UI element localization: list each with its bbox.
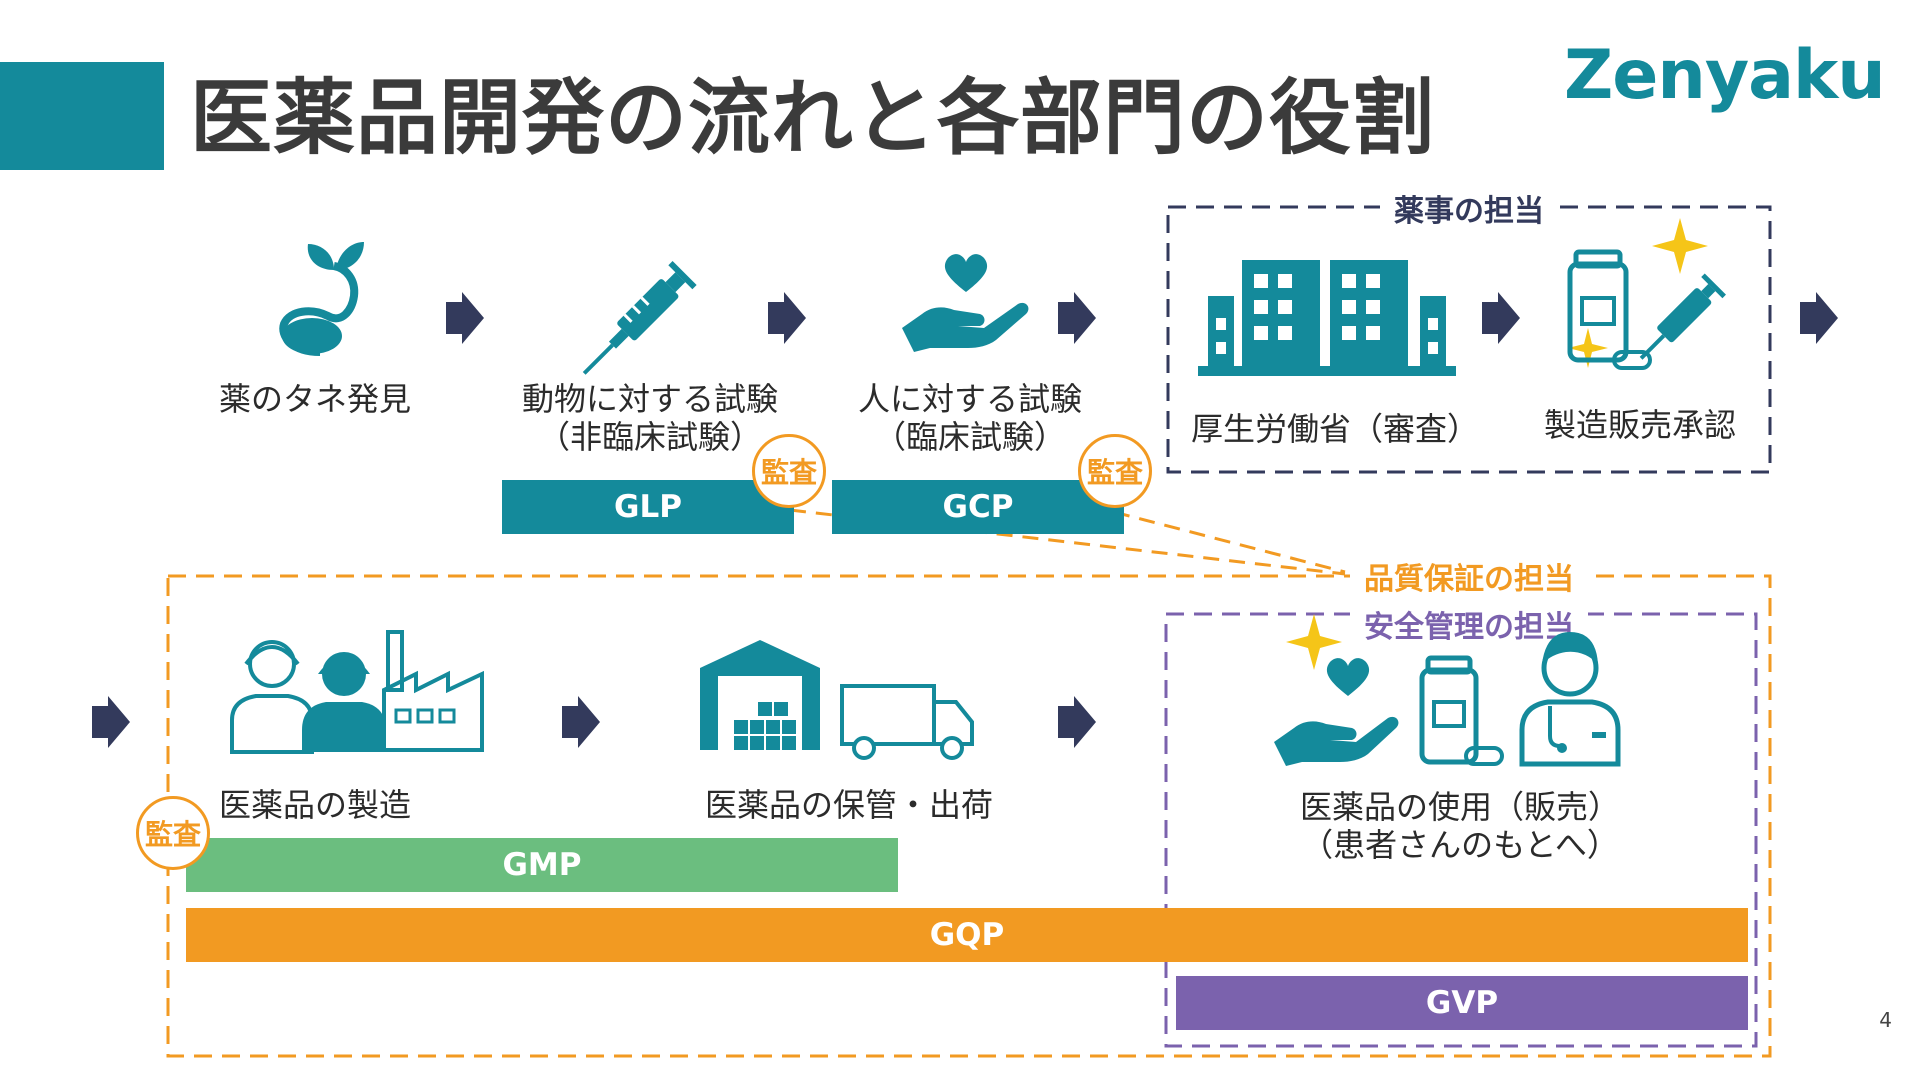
step-animal-test-label-line1: 動物に対する試験 — [521, 380, 778, 418]
workers-factory-icon — [230, 630, 484, 754]
regulatory-section-label: 薬事の担当 — [1380, 186, 1558, 230]
step-ministry-label: 厚生労働省（審査） — [1190, 410, 1479, 448]
audit-badge-gmp: 監査 — [136, 796, 210, 870]
syringe-icon — [582, 260, 697, 375]
page-title: 医薬品開発の流れと各部門の役割 — [190, 71, 1436, 166]
arrow-right-icon — [446, 292, 484, 344]
step-approval-label: 製造販売承認 — [1543, 406, 1736, 444]
sparkle-icon — [1652, 218, 1708, 274]
gqp-bar: GQP — [186, 908, 1748, 962]
company-logo: Zenyaku — [1564, 36, 1886, 115]
regulatory-frame — [1166, 205, 1772, 474]
sparkle-icon — [1286, 614, 1342, 670]
arrow-right-icon — [1482, 292, 1520, 344]
sprout-icon — [279, 242, 364, 356]
page-number: 4 — [1879, 1008, 1892, 1032]
gvp-bar: GVP — [1176, 976, 1748, 1030]
warehouse-truck-icon — [700, 640, 974, 760]
step-discovery-label: 薬のタネ発見 — [218, 380, 411, 418]
arrow-right-icon — [1058, 292, 1096, 344]
building-icon — [1198, 260, 1456, 376]
audit-badge-gcp: 監査 — [1078, 434, 1152, 508]
audit-badge-glp: 監査 — [752, 434, 826, 508]
step-usage-label-line1: 医薬品の使用（販売） — [1299, 788, 1620, 826]
hand-heart-icon — [902, 254, 1029, 352]
step-human-test-label-line1: 人に対する試験 — [857, 380, 1082, 418]
arrow-right-icon — [768, 292, 806, 344]
arrow-right-icon — [92, 696, 130, 748]
step-animal-test-label-line2: （非臨床試験） — [537, 418, 762, 456]
arrow-right-icon — [562, 696, 600, 748]
medicine-bottle-syringe-icon — [1567, 218, 1726, 370]
audit-connector-gcp — [1113, 510, 1346, 574]
gmp-bar: GMP — [186, 838, 898, 892]
step-storage-label: 医薬品の保管・出荷 — [704, 786, 993, 824]
step-usage-label-line2: （患者さんのもとへ） — [1301, 826, 1619, 864]
gcp-bar: GCP — [832, 480, 1124, 534]
step-manufacturing-label: 医薬品の製造 — [218, 786, 411, 824]
hand-heart-bottle-doctor-icon — [1274, 614, 1621, 767]
step-human-test-label-line2: （臨床試験） — [873, 418, 1066, 456]
arrow-right-icon — [1800, 292, 1838, 344]
quality-section-label: 品質保証の担当 — [1350, 554, 1588, 598]
safety-section-label: 安全管理の担当 — [1350, 602, 1588, 646]
glp-bar: GLP — [502, 480, 794, 534]
arrow-right-icon — [1058, 696, 1096, 748]
title-accent-bar — [0, 62, 164, 170]
